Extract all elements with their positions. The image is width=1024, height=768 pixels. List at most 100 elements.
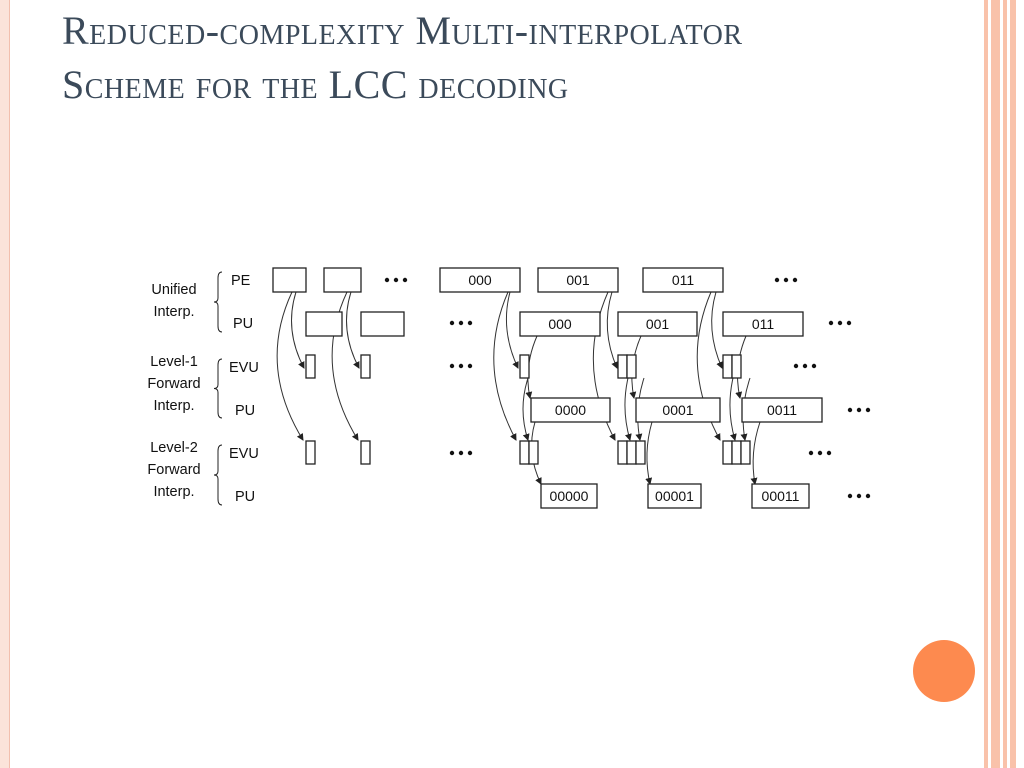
ellipsis-dot <box>467 450 473 456</box>
evu2-cell <box>617 440 628 465</box>
arrow <box>750 421 761 485</box>
pu-box <box>519 311 601 337</box>
pu-empty-box <box>360 311 405 337</box>
left-border-strip <box>0 0 10 768</box>
evu1-cell <box>519 354 530 379</box>
pe-box <box>642 267 724 293</box>
ellipsis-dot <box>846 320 852 326</box>
arrow <box>522 377 530 441</box>
pe-empty-box <box>272 267 307 293</box>
ellipsis-dot <box>847 407 853 413</box>
row-label-evu: EVU <box>229 360 259 376</box>
evu2-cell <box>528 440 539 465</box>
row-labels: UnifiedInterp.Level-1ForwardInterp.Level… <box>147 271 259 506</box>
ellipsis-dot <box>811 363 817 369</box>
evu2-cell <box>740 440 751 465</box>
evu2-cell <box>305 440 316 465</box>
ellipsis-dot <box>467 320 473 326</box>
pu-box-label: 011 <box>752 316 775 332</box>
ellipsis-dot <box>856 407 862 413</box>
group-label: Level-1 <box>150 354 198 370</box>
row-label-evu: EVU <box>229 446 259 462</box>
ellipsis-dot <box>449 450 455 456</box>
pe-empty-box <box>323 267 362 293</box>
arrow <box>624 377 632 441</box>
ellipsis-dot <box>826 450 832 456</box>
frame-stripe <box>991 0 1000 768</box>
arrow <box>606 291 618 369</box>
curly-brace <box>213 271 223 333</box>
pe-box-label: 000 <box>468 272 492 288</box>
ellipsis-dot <box>774 277 780 283</box>
pu-box-label: 00011 <box>762 488 800 504</box>
ellipsis-dot <box>467 363 473 369</box>
group-label: Interp. <box>153 398 194 414</box>
pe-box <box>537 267 619 293</box>
pu-box-label: 0011 <box>767 402 797 418</box>
evu2-cell <box>731 440 742 465</box>
arrow <box>711 291 723 369</box>
evu1-cell <box>731 354 742 379</box>
pu-empty-box <box>305 311 343 337</box>
pu-box <box>741 397 823 423</box>
ellipsis-dot <box>449 320 455 326</box>
ellipsis-dot <box>817 450 823 456</box>
frame-stripe <box>1010 0 1016 768</box>
ellipsis-dot <box>802 363 808 369</box>
ellipsis-dot <box>458 363 464 369</box>
ellipsis-dot <box>828 320 834 326</box>
pu-box <box>751 483 810 509</box>
ellipsis-dot <box>856 493 862 499</box>
curly-brace <box>213 358 223 419</box>
ellipsis-dot <box>865 407 871 413</box>
pu-box <box>647 483 702 509</box>
right-decorative-frame <box>980 0 1024 768</box>
ellipsis-dot <box>837 320 843 326</box>
ellipsis-dot <box>458 450 464 456</box>
ellipsis-dot <box>808 450 814 456</box>
arrow <box>493 291 517 441</box>
evu1-cell <box>360 354 371 379</box>
arrow <box>331 291 359 441</box>
pu-box-label: 0000 <box>555 402 586 418</box>
evu2-cell <box>360 440 371 465</box>
orange-circle-ornament <box>913 640 975 702</box>
evu2-cell <box>626 440 637 465</box>
arrow <box>346 291 360 369</box>
arrow <box>729 377 737 441</box>
evu1-cell <box>626 354 637 379</box>
arrow <box>645 421 653 485</box>
arrow <box>276 291 304 441</box>
evu1-cell <box>722 354 733 379</box>
pu-box <box>540 483 598 509</box>
evu2-cell <box>722 440 733 465</box>
evu1-cell <box>305 354 316 379</box>
ellipsis-dot <box>792 277 798 283</box>
group-label: Level-2 <box>150 440 198 456</box>
pu-box <box>530 397 611 423</box>
ellipsis-dot <box>783 277 789 283</box>
evu2-cell <box>635 440 646 465</box>
pu-box <box>722 311 804 337</box>
ellipsis-dot <box>393 277 399 283</box>
pe-box-label: 011 <box>672 272 695 288</box>
ellipsis-dot <box>402 277 408 283</box>
group-label: Interp. <box>153 484 194 500</box>
arrow <box>291 291 305 369</box>
arrow <box>592 291 616 441</box>
row-label-pu: PU <box>233 316 253 332</box>
pu-box-label: 0001 <box>662 402 693 418</box>
group-label: Unified <box>151 282 196 298</box>
ellipsis-dot <box>384 277 390 283</box>
pu-box-label: 001 <box>646 316 670 332</box>
pe-box <box>439 267 521 293</box>
ellipsis-dot <box>793 363 799 369</box>
pu-box <box>635 397 721 423</box>
slide-title: Reduced-complexity Multi-interpolator Sc… <box>62 8 743 107</box>
evu1-cell <box>617 354 628 379</box>
group-label: Interp. <box>153 304 194 320</box>
evu2-cell <box>519 440 530 465</box>
pu-box-label: 000 <box>548 316 572 332</box>
